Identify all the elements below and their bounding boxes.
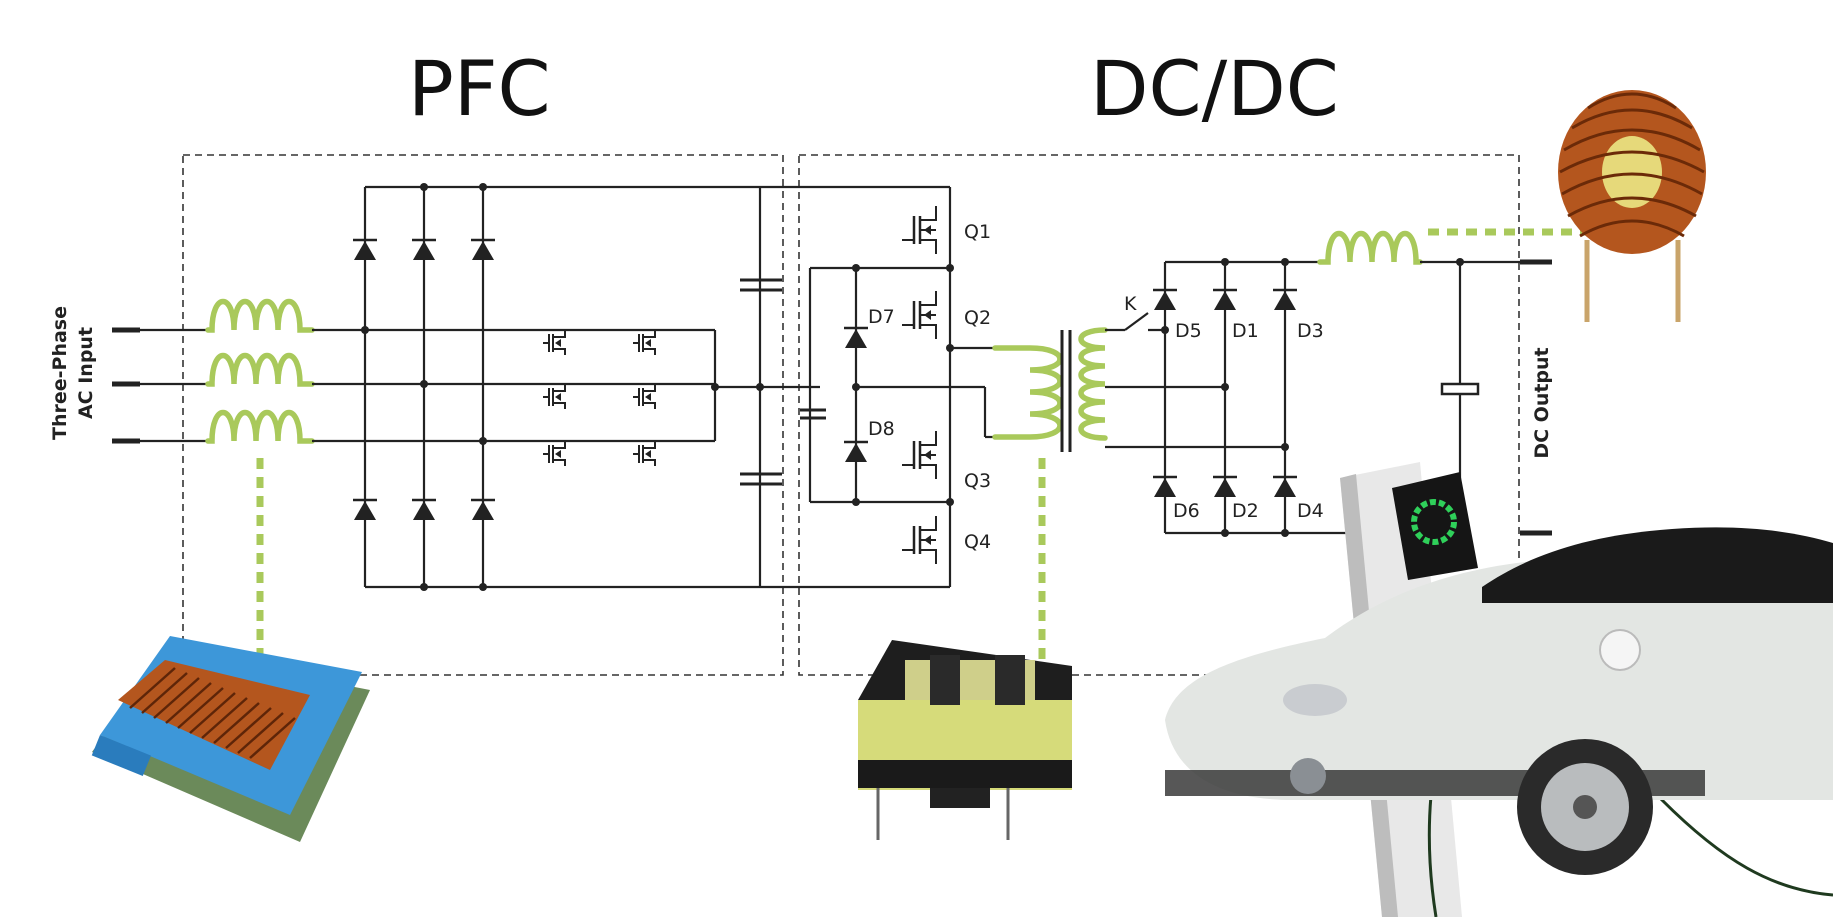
input-terminals [112,327,208,444]
pfc-switch-array [542,330,820,467]
input-label-line2: AC Input [75,327,97,419]
label-d4: D4 [1297,500,1324,522]
transformer-photo [858,640,1072,840]
dc-link-capacitors [740,187,782,587]
label-q2: Q2 [964,307,991,329]
dcdc-primary [800,187,995,587]
label-q4: Q4 [964,531,991,553]
label-d7: D7 [868,306,895,328]
dcdc-title: DC/DC [1090,44,1339,133]
transformer-symbol [992,327,1108,452]
pfc-title: PFC [408,44,551,133]
label-d2: D2 [1232,500,1259,522]
output-label: DC Output [1531,347,1553,458]
pfc-boundary [182,154,784,676]
secondary-rectifier [1105,258,1350,537]
label-q3: Q3 [964,470,991,492]
toroid-inductor-photo [1558,90,1706,322]
common-mode-choke-photo [91,636,370,842]
label-d1: D1 [1232,320,1259,342]
electric-car-photo [1165,527,1833,875]
label-k: K [1124,293,1137,315]
input-label-line1: Three-Phase [49,306,71,440]
label-d5: D5 [1175,320,1202,342]
input-label: Three-Phase AC Input [49,306,97,440]
label-d3: D3 [1297,320,1324,342]
label-d6: D6 [1173,500,1200,522]
dcdc-boundary [798,154,1520,676]
pfc-rectifier [312,183,950,591]
input-inductors [205,298,315,444]
label-d8: D8 [868,418,895,440]
label-q1: Q1 [964,221,991,243]
